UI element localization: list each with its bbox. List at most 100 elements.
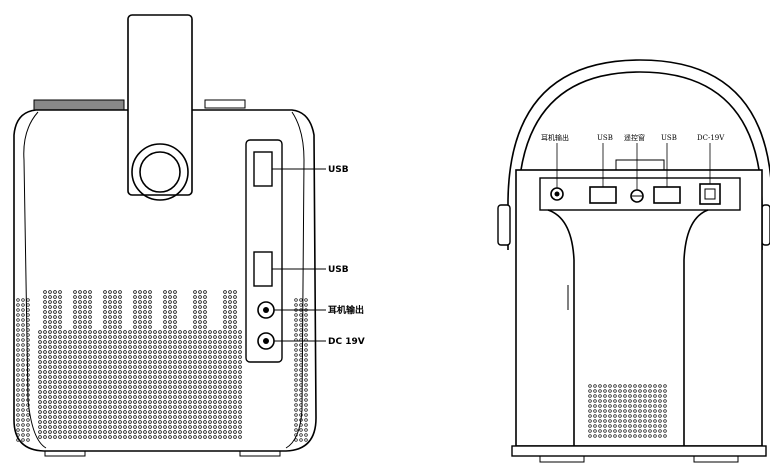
- grille-hole: [48, 310, 52, 314]
- grille-hole: [294, 358, 298, 362]
- grille-hole: [108, 380, 112, 384]
- grille-hole: [98, 400, 102, 404]
- grille-hole: [153, 360, 157, 364]
- grille-hole: [233, 375, 237, 379]
- grille-hole: [43, 365, 47, 369]
- grille-hole: [593, 429, 597, 433]
- grille-hole: [593, 389, 597, 393]
- grille-hole: [608, 404, 612, 408]
- grille-hole: [153, 380, 157, 384]
- grille-hole: [638, 404, 642, 408]
- grille-hole: [103, 435, 107, 439]
- grille-hole: [123, 330, 127, 334]
- grille-hole: [603, 399, 607, 403]
- grille-hole: [83, 380, 87, 384]
- grille-hole: [118, 340, 122, 344]
- grille-hole: [208, 355, 212, 359]
- grille-hole: [21, 428, 25, 432]
- grille-hole: [133, 400, 137, 404]
- grille-hole: [93, 375, 97, 379]
- grille-hole: [299, 353, 303, 357]
- grille-hole: [63, 375, 67, 379]
- grille-hole: [178, 430, 182, 434]
- grille-hole: [48, 400, 52, 404]
- grille-hole: [118, 380, 122, 384]
- grille-hole: [153, 365, 157, 369]
- grille-hole: [638, 419, 642, 423]
- grille-hole: [148, 300, 152, 304]
- grille-hole: [643, 404, 647, 408]
- grille-hole: [21, 393, 25, 397]
- grille-hole: [48, 290, 52, 294]
- grille-hole: [173, 405, 177, 409]
- grille-hole: [178, 335, 182, 339]
- grille-hole: [168, 290, 172, 294]
- grille-hole: [213, 410, 217, 414]
- grille-hole: [198, 310, 202, 314]
- grille-hole: [93, 400, 97, 404]
- grille-hole: [294, 388, 298, 392]
- grille-hole: [133, 390, 137, 394]
- grille-hole: [88, 355, 92, 359]
- grille-hole: [113, 435, 117, 439]
- grille-hole: [304, 358, 308, 362]
- grille-hole: [163, 435, 167, 439]
- grille-hole: [188, 390, 192, 394]
- grille-hole: [218, 415, 222, 419]
- grille-hole: [233, 330, 237, 334]
- grille-hole: [113, 375, 117, 379]
- grille-hole: [223, 355, 227, 359]
- handle-pivot-inner: [139, 151, 181, 193]
- grille-hole: [118, 290, 122, 294]
- grille-hole: [178, 410, 182, 414]
- grille-hole: [88, 305, 92, 309]
- grille-hole: [218, 365, 222, 369]
- grille-hole: [223, 400, 227, 404]
- grille-hole: [123, 385, 127, 389]
- grille-hole: [299, 383, 303, 387]
- grille-hole: [218, 345, 222, 349]
- grille-hole: [93, 395, 97, 399]
- grille-hole: [208, 335, 212, 339]
- grille-hole: [103, 430, 107, 434]
- grille-hole: [16, 323, 20, 327]
- grille-hole: [238, 400, 242, 404]
- grille-hole: [598, 404, 602, 408]
- grille-hole: [178, 365, 182, 369]
- grille-hole: [163, 370, 167, 374]
- grille-hole: [228, 345, 232, 349]
- grille-hole: [208, 435, 212, 439]
- grille-hole: [148, 390, 152, 394]
- grille-hole: [83, 340, 87, 344]
- grille-hole: [183, 375, 187, 379]
- grille-hole: [88, 330, 92, 334]
- grille-hole: [153, 435, 157, 439]
- grille-hole: [633, 389, 637, 393]
- grille-hole: [238, 415, 242, 419]
- grille-hole: [603, 384, 607, 388]
- grille-hole: [294, 308, 298, 312]
- grille-hole: [53, 335, 57, 339]
- back-base: [511, 445, 767, 457]
- grille-hole: [188, 330, 192, 334]
- grille-hole: [43, 330, 47, 334]
- grille-hole: [294, 378, 298, 382]
- grille-hole: [103, 415, 107, 419]
- grille-hole: [633, 419, 637, 423]
- grille-hole: [138, 385, 142, 389]
- grille-hole: [158, 330, 162, 334]
- grille-hole: [304, 298, 308, 302]
- grille-hole: [48, 315, 52, 319]
- grille-hole: [78, 365, 82, 369]
- grille-hole: [143, 305, 147, 309]
- grille-hole: [163, 340, 167, 344]
- grille-hole: [658, 409, 662, 413]
- grille-hole: [173, 420, 177, 424]
- grille-hole: [618, 404, 622, 408]
- grille-hole: [168, 365, 172, 369]
- grille-hole: [238, 360, 242, 364]
- grille-hole: [208, 380, 212, 384]
- grille-hole: [143, 410, 147, 414]
- grille-hole: [158, 380, 162, 384]
- grille-hole: [223, 305, 227, 309]
